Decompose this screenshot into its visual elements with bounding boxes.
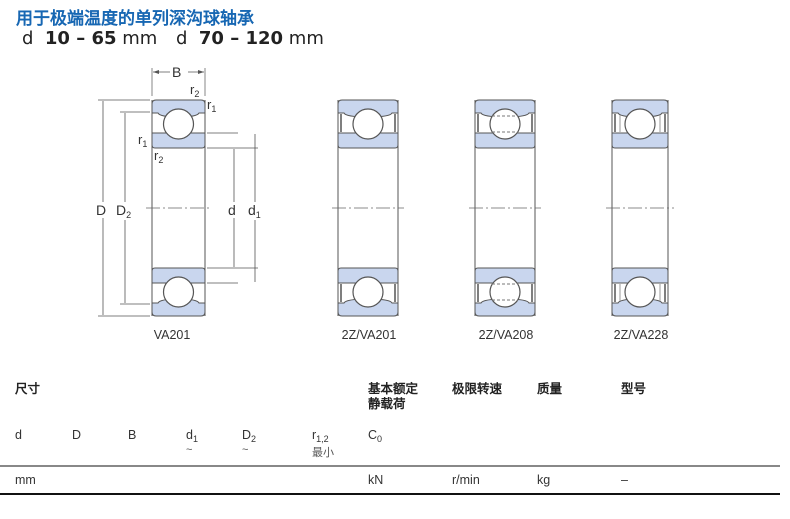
column-d: d bbox=[15, 428, 22, 442]
range-symbol: d bbox=[22, 28, 34, 49]
inner-ring bbox=[611, 267, 669, 284]
extension-lines bbox=[98, 99, 258, 317]
ball bbox=[162, 108, 195, 140]
ball bbox=[489, 108, 521, 140]
arrowheads bbox=[153, 70, 204, 74]
cage-dashed bbox=[492, 283, 518, 301]
bearing-designation: 2Z/VA208 bbox=[478, 328, 534, 342]
ball bbox=[352, 276, 384, 308]
bearing-diagrams bbox=[98, 68, 674, 317]
label-r1-top: r1 bbox=[207, 97, 217, 114]
ball bbox=[352, 108, 384, 140]
shield bbox=[614, 284, 666, 302]
header-speed: 极限转速 bbox=[452, 381, 503, 396]
header-load-rating: 基本额定静载荷 bbox=[368, 381, 419, 411]
label-r1-inner: r1 bbox=[138, 132, 148, 149]
label-D2: D2 bbox=[116, 202, 132, 220]
header-dimensions: 尺寸 bbox=[15, 381, 41, 396]
inner-ring bbox=[151, 267, 206, 284]
shield bbox=[477, 114, 533, 132]
header-designation: 型号 bbox=[621, 381, 647, 396]
bearing-designation: 2Z/VA228 bbox=[613, 328, 669, 342]
column-B: B bbox=[128, 428, 137, 442]
range-symbol: d bbox=[176, 28, 188, 49]
bore-range-2: d 70 – 120 mm bbox=[176, 28, 324, 49]
inner-ring bbox=[474, 132, 536, 149]
shield bbox=[477, 284, 533, 302]
range-unit: mm bbox=[122, 28, 158, 49]
label-D: D bbox=[96, 202, 107, 218]
unit-load: kN bbox=[368, 473, 384, 487]
unit-speed: r/min bbox=[452, 473, 480, 487]
range-value: 10 – 65 bbox=[44, 28, 117, 49]
bore-range-1: d 10 – 65 mm bbox=[22, 28, 157, 49]
inner-ring bbox=[474, 267, 536, 284]
label-d1: d1 bbox=[248, 202, 261, 220]
cage-dashed bbox=[492, 115, 518, 133]
extension-lines bbox=[151, 68, 206, 96]
unit-mass: kg bbox=[537, 473, 551, 487]
unit-dims: mm bbox=[15, 473, 36, 487]
bearing-designation: 2Z/VA201 bbox=[341, 328, 397, 342]
ball bbox=[624, 108, 656, 140]
range-value: 70 – 120 bbox=[198, 28, 284, 49]
cage-band bbox=[619, 284, 661, 301]
shield bbox=[614, 114, 666, 132]
label-r2-inner: r2 bbox=[154, 148, 164, 165]
bearing-designation: VA201 bbox=[153, 328, 191, 342]
label-d: d bbox=[228, 202, 236, 218]
shield bbox=[340, 284, 396, 302]
inner-ring bbox=[611, 132, 669, 149]
range-unit: mm bbox=[288, 28, 324, 49]
header-divider bbox=[0, 465, 780, 467]
inner-ring bbox=[337, 132, 399, 149]
label-r2-top: r2 bbox=[190, 82, 200, 99]
column-C0: C0 bbox=[368, 428, 383, 444]
header-mass: 质量 bbox=[537, 381, 563, 396]
column-D2: D2~ bbox=[242, 428, 257, 456]
ball bbox=[162, 276, 195, 308]
table-divider bbox=[0, 493, 780, 495]
unit-designation: – bbox=[621, 473, 628, 487]
column-d1: d1~ bbox=[186, 428, 198, 456]
inner-ring bbox=[151, 132, 206, 149]
column-D: D bbox=[72, 428, 82, 442]
inner-ring bbox=[337, 267, 399, 284]
page-title: 用于极端温度的单列深沟球轴承 bbox=[16, 9, 254, 29]
shield bbox=[340, 114, 396, 132]
cage-band bbox=[619, 115, 661, 132]
ball bbox=[624, 276, 656, 308]
ball bbox=[489, 276, 521, 308]
label-B: B bbox=[172, 64, 182, 80]
